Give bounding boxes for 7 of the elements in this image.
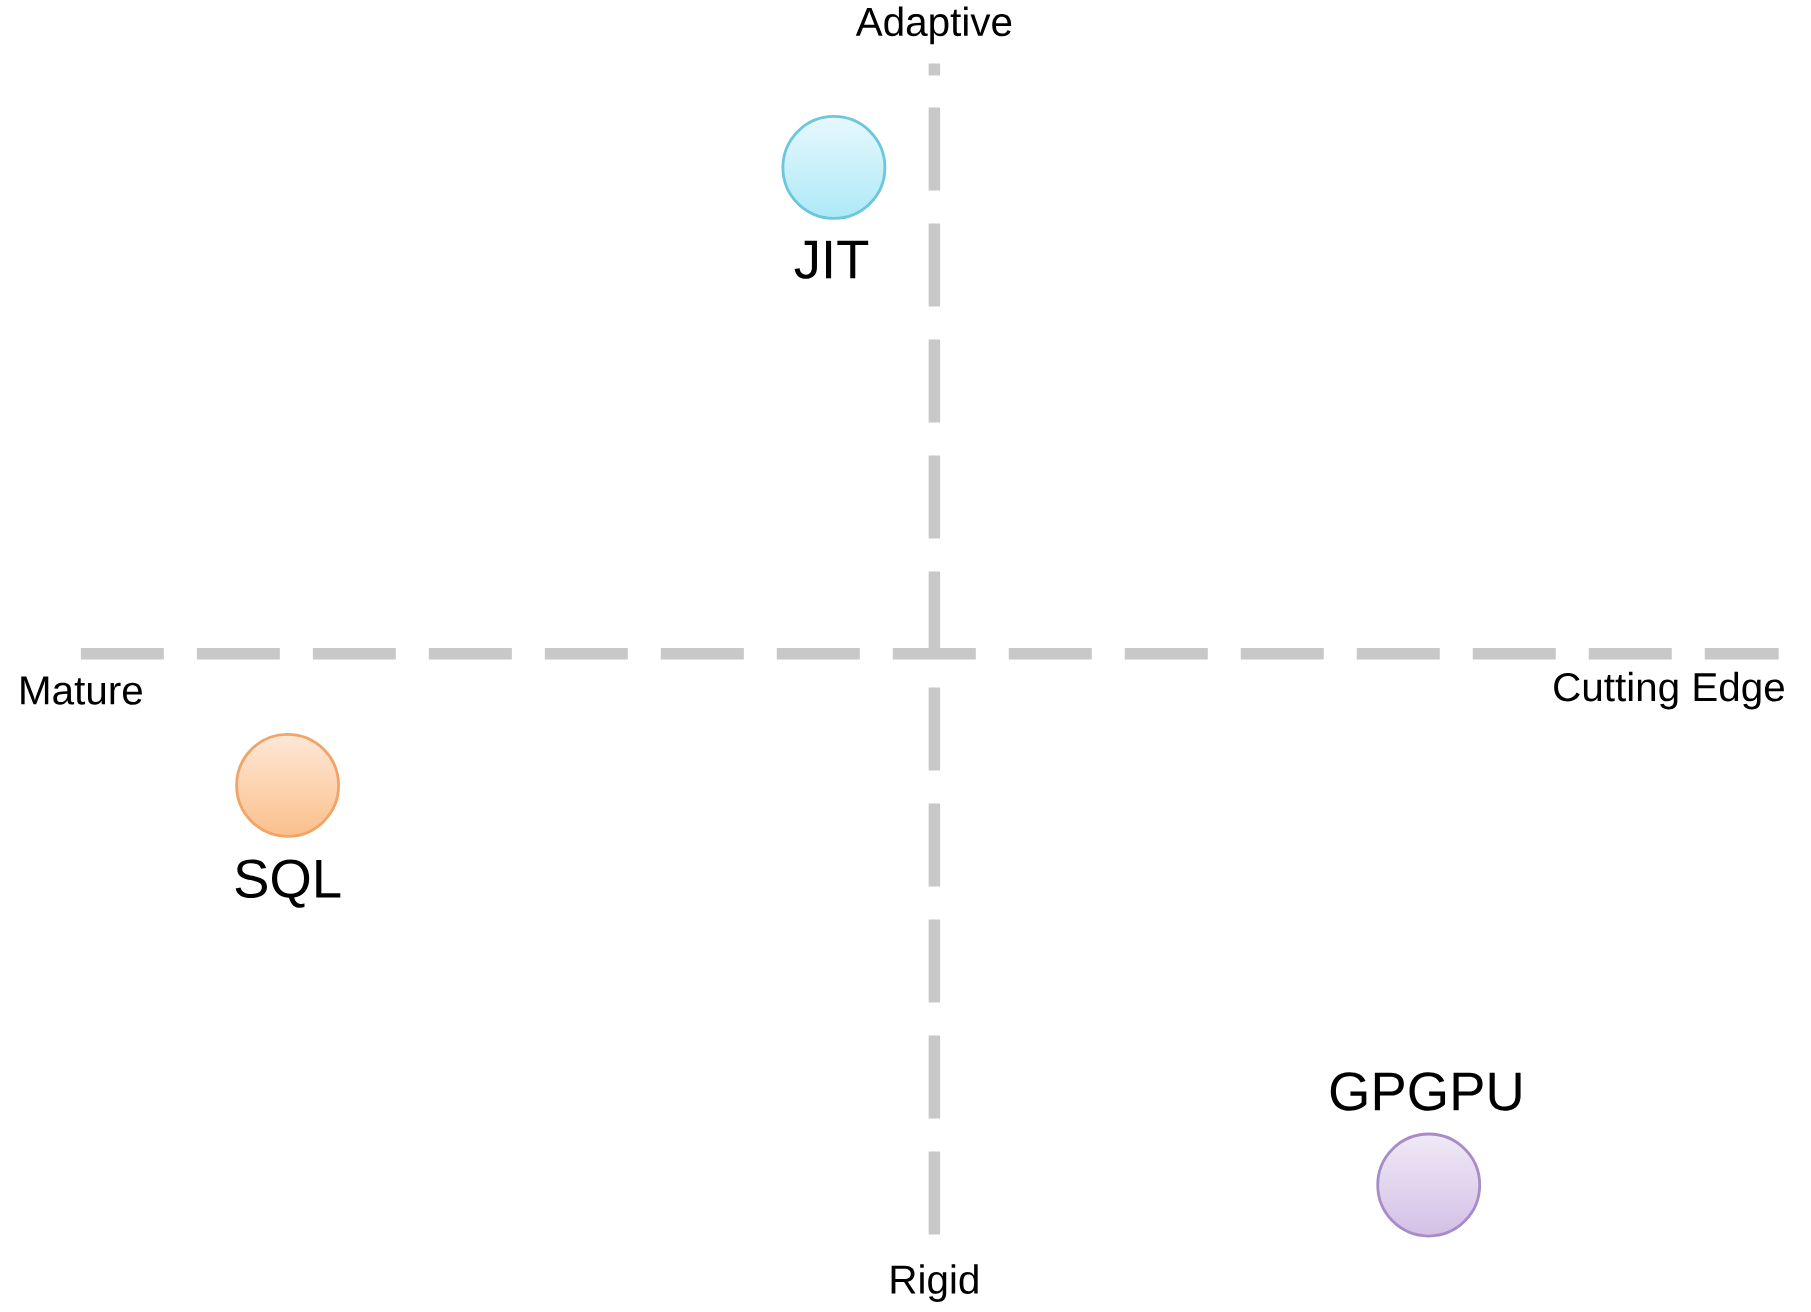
- axis-label: Adaptive: [855, 6, 1012, 45]
- axis-label: Cutting Edge: [1554, 671, 1784, 710]
- axis-label: Mature: [21, 676, 142, 705]
- bubble-label: SQL: [235, 859, 341, 908]
- axis-label: Rigid: [891, 1264, 978, 1302]
- bubble-label: JIT: [794, 240, 869, 279]
- bubble-label: GPGPU: [1330, 1072, 1521, 1111]
